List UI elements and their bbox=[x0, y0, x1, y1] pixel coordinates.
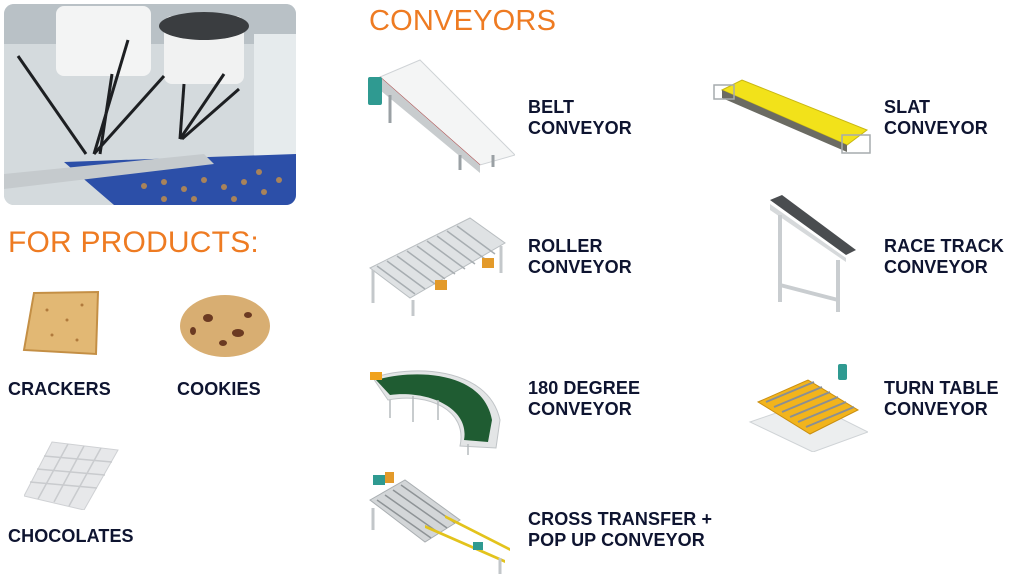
roller-conveyor-icon bbox=[365, 208, 515, 318]
conveyor-label-turn-table: TURN TABLE CONVEYOR bbox=[884, 378, 999, 420]
label-line-2: CONVEYOR bbox=[528, 118, 632, 138]
label-line-2: CONVEYOR bbox=[528, 257, 632, 277]
cross-transfer-conveyor-icon bbox=[365, 470, 515, 575]
label-line-2: CONVEYOR bbox=[884, 399, 988, 419]
label-line-1: CROSS TRANSFER + bbox=[528, 509, 713, 529]
label-line-1: SLAT bbox=[884, 97, 931, 117]
product-label-cookies: COOKIES bbox=[177, 379, 261, 399]
label-line-2: CONVEYOR bbox=[884, 257, 988, 277]
conveyor-label-belt: BELT CONVEYOR bbox=[528, 97, 632, 139]
label-line-2: POP UP CONVEYOR bbox=[528, 530, 705, 550]
turn-table-conveyor-icon bbox=[748, 352, 870, 453]
label-line-2: CONVEYOR bbox=[528, 399, 632, 419]
slat-conveyor-icon bbox=[712, 70, 872, 160]
label-line-1: ROLLER bbox=[528, 236, 603, 256]
conveyor-label-race-track: RACE TRACK CONVEYOR bbox=[884, 236, 1004, 278]
conveyor-label-roller: ROLLER CONVEYOR bbox=[528, 236, 632, 278]
conveyors-heading: CONVEYORS bbox=[369, 5, 557, 37]
label-line-2: CONVEYOR bbox=[884, 118, 988, 138]
product-label-crackers: CRACKERS bbox=[8, 379, 111, 399]
product-label-chocolates: CHOCOLATES bbox=[8, 526, 134, 546]
label-line-1: BELT bbox=[528, 97, 575, 117]
conveyor-label-slat: SLAT CONVEYOR bbox=[884, 97, 988, 139]
delta-robot-photo bbox=[4, 4, 296, 205]
race-track-conveyor-icon bbox=[758, 190, 858, 315]
curve-conveyor-icon bbox=[368, 360, 518, 455]
cracker-icon bbox=[22, 290, 100, 356]
conveyor-label-180-degree: 180 DEGREE CONVEYOR bbox=[528, 378, 640, 420]
conveyor-label-cross-transfer: CROSS TRANSFER + POP UP CONVEYOR bbox=[528, 509, 712, 551]
label-line-1: 180 DEGREE bbox=[528, 378, 641, 398]
products-heading: FOR PRODUCTS: bbox=[8, 226, 259, 259]
label-line-1: RACE TRACK bbox=[884, 236, 1004, 256]
chocolate-bar-icon bbox=[23, 440, 120, 511]
cookie-icon bbox=[178, 293, 272, 359]
belt-conveyor-icon bbox=[365, 55, 516, 175]
label-line-1: TURN TABLE bbox=[884, 378, 999, 398]
